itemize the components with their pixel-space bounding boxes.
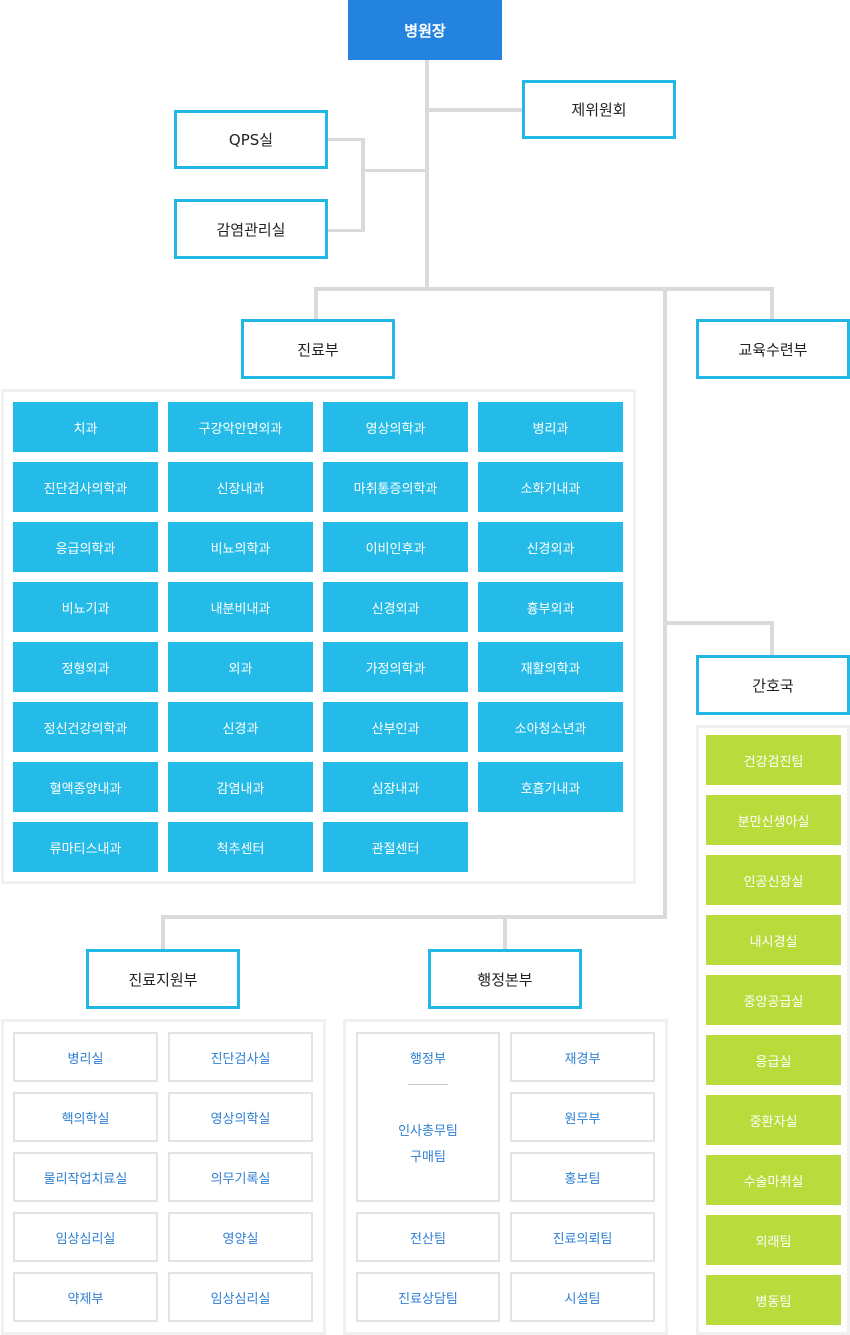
- connector-line: [327, 138, 364, 141]
- connector-line: [327, 229, 364, 232]
- medical-dept-item: 심장내과: [323, 762, 468, 812]
- nursing-item: 분만신생아실: [706, 795, 841, 845]
- connector-line: [363, 169, 427, 172]
- medical-dept-item: 소화기내과: [478, 462, 623, 512]
- medical-dept-item: 진단검사의학과: [13, 462, 158, 512]
- admin-main-unit: 행정부 인사총무팀 구매팀: [356, 1032, 500, 1202]
- connector-line: [663, 289, 667, 919]
- connector-line: [770, 621, 774, 656]
- medical-dept-item: 재활의학과: [478, 642, 623, 692]
- admin-item: 진료의뢰팀: [510, 1212, 655, 1262]
- connector-line: [427, 108, 523, 112]
- nursing-item: 병동팀: [706, 1275, 841, 1325]
- nursing-item: 건강검진팀: [706, 735, 841, 785]
- medical-dept-item: 척추센터: [168, 822, 313, 872]
- support-item: 의무기록실: [168, 1152, 313, 1202]
- medical-dept-item: 영상의학과: [323, 402, 468, 452]
- admin-sub-unit: 인사총무팀: [398, 1124, 458, 1139]
- medical-dept-box: 진료부: [241, 319, 395, 379]
- medical-dept-item: 류마티스내과: [13, 822, 158, 872]
- admin-sub-unit: 구매팀: [410, 1150, 446, 1165]
- infection-control-box: 감염관리실: [174, 199, 328, 259]
- medical-dept-item: 신경외과: [323, 582, 468, 632]
- support-item: 약제부: [13, 1272, 158, 1322]
- medical-dept-item: 혈액종양내과: [13, 762, 158, 812]
- medical-dept-item: 신경외과: [478, 522, 623, 572]
- medical-dept-item: 호흡기내과: [478, 762, 623, 812]
- connector-line: [665, 621, 774, 625]
- medical-dept-item: 관절센터: [323, 822, 468, 872]
- medical-dept-item: 정형외과: [13, 642, 158, 692]
- medical-dept-item: 구강악안면외과: [168, 402, 313, 452]
- nursing-item: 외래팀: [706, 1215, 841, 1265]
- connector-line: [503, 915, 507, 950]
- medical-dept-item: 가정의학과: [323, 642, 468, 692]
- medical-dept-item: 흉부외과: [478, 582, 623, 632]
- medical-dept-item: 정신건강의학과: [13, 702, 158, 752]
- support-item: 영상의학실: [168, 1092, 313, 1142]
- medical-dept-item: 마취통증의학과: [323, 462, 468, 512]
- medical-dept-item: 신경과: [168, 702, 313, 752]
- connector-line: [314, 287, 318, 320]
- admin-item: 진료상담팀: [356, 1272, 500, 1322]
- support-item: 임상심리실: [168, 1272, 313, 1322]
- nursing-item: 수술마취실: [706, 1155, 841, 1205]
- education-dept-box: 교육수련부: [696, 319, 850, 379]
- admin-main-unit-label: 행정부: [410, 1052, 446, 1067]
- nursing-item: 내시경실: [706, 915, 841, 965]
- admin-item: 홍보팀: [510, 1152, 655, 1202]
- connector-line: [161, 915, 165, 950]
- nursing-dept-box: 간호국: [696, 655, 850, 715]
- connector-line: [314, 287, 774, 291]
- support-dept-box: 진료지원부: [86, 949, 240, 1009]
- admin-dept-box: 행정본부: [428, 949, 582, 1009]
- support-item: 핵의학실: [13, 1092, 158, 1142]
- medical-dept-item: 치과: [13, 402, 158, 452]
- connector-line: [161, 915, 667, 919]
- committee-box: 제위원회: [522, 80, 676, 139]
- medical-dept-item: 병리과: [478, 402, 623, 452]
- qps-box: QPS실: [174, 110, 328, 169]
- support-item: 병리실: [13, 1032, 158, 1082]
- support-item: 영양실: [168, 1212, 313, 1262]
- connector-line: [361, 138, 365, 232]
- nursing-item: 중환자실: [706, 1095, 841, 1145]
- connector-line: [425, 60, 429, 289]
- nursing-item: 응급실: [706, 1035, 841, 1085]
- nursing-item: 중앙공급실: [706, 975, 841, 1025]
- divider: [408, 1084, 448, 1085]
- medical-dept-item: 비뇨기과: [13, 582, 158, 632]
- admin-item: 원무부: [510, 1092, 655, 1142]
- medical-dept-item: 소아청소년과: [478, 702, 623, 752]
- medical-dept-item: 산부인과: [323, 702, 468, 752]
- admin-item: 재경부: [510, 1032, 655, 1082]
- medical-dept-item: 응급의학과: [13, 522, 158, 572]
- support-item: 물리작업치료실: [13, 1152, 158, 1202]
- support-item: 임상심리실: [13, 1212, 158, 1262]
- admin-item: 시설팀: [510, 1272, 655, 1322]
- medical-dept-item: 신장내과: [168, 462, 313, 512]
- medical-dept-item: 내분비내과: [168, 582, 313, 632]
- medical-dept-item: 감염내과: [168, 762, 313, 812]
- nursing-item: 인공신장실: [706, 855, 841, 905]
- medical-dept-item: 이비인후과: [323, 522, 468, 572]
- admin-item: 전산팀: [356, 1212, 500, 1262]
- director-box: 병원장: [348, 0, 502, 60]
- medical-dept-item: 비뇨의학과: [168, 522, 313, 572]
- medical-dept-item: 외과: [168, 642, 313, 692]
- support-item: 진단검사실: [168, 1032, 313, 1082]
- connector-line: [770, 287, 774, 320]
